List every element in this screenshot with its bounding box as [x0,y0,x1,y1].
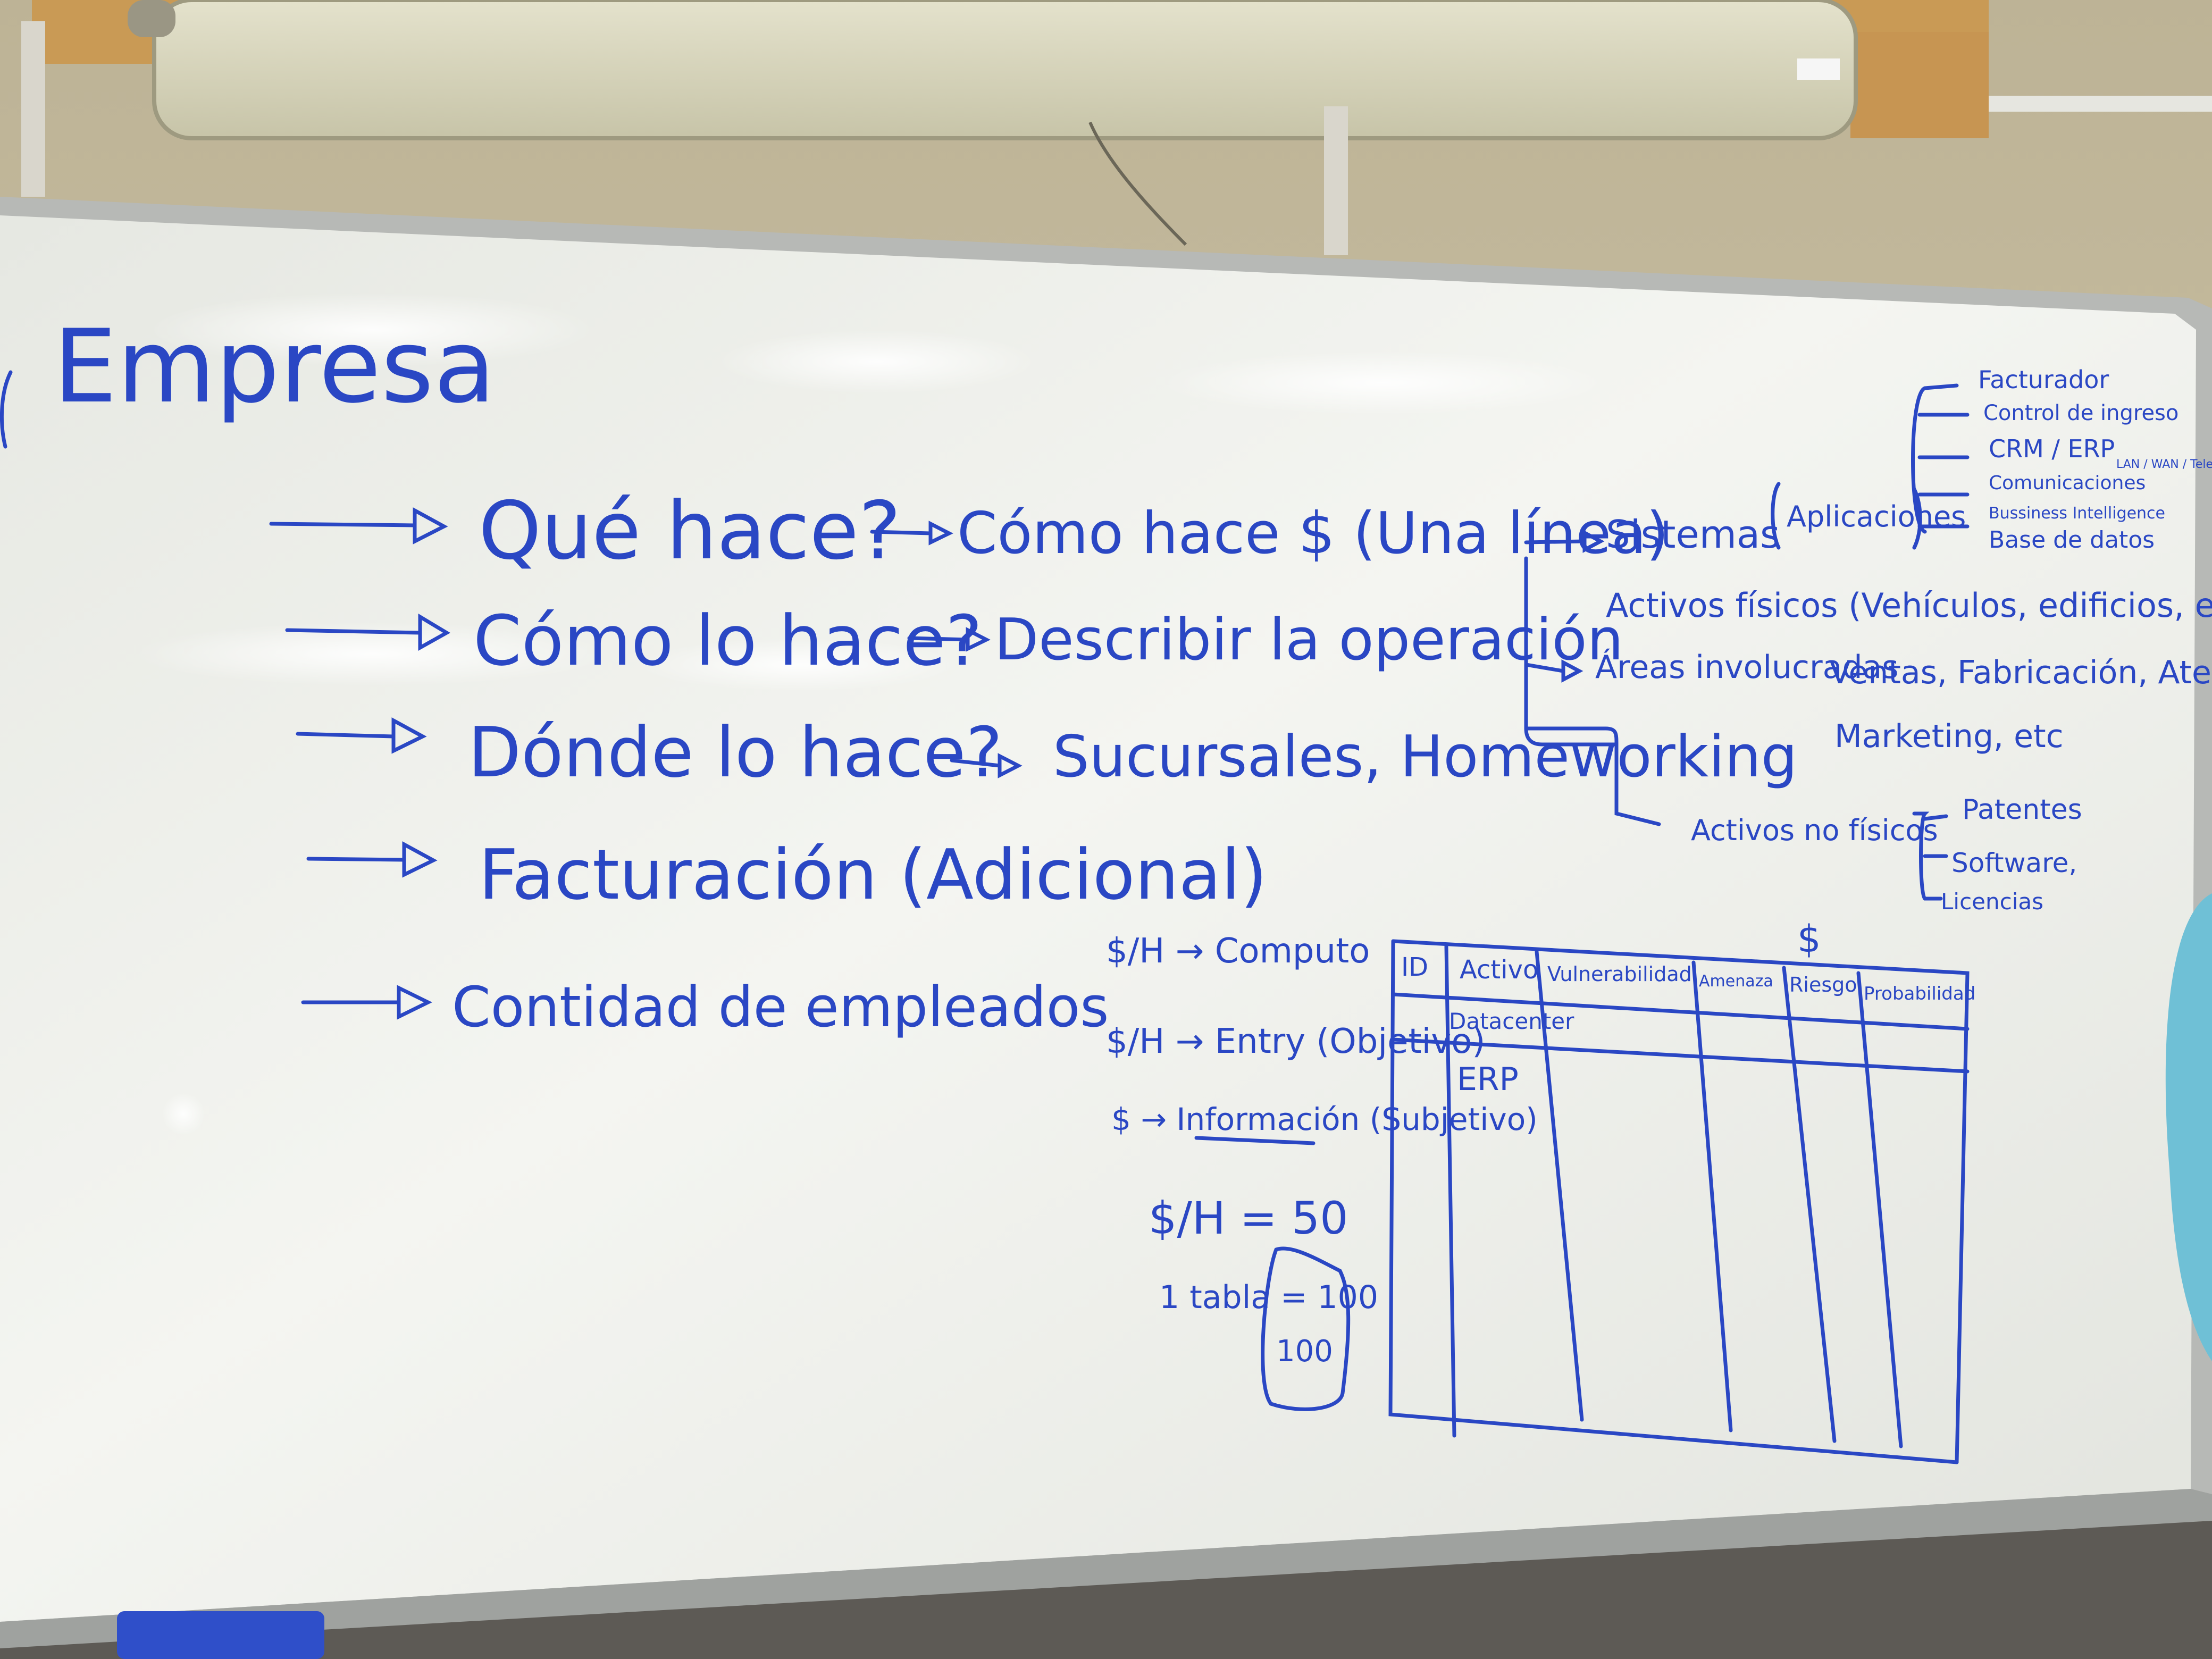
item-facturacion: Facturación (Adicional) [479,834,1267,915]
branch-areas: Ventas, Fabricación, Atención al Cliente [1829,654,2212,691]
whiteboard-surface [0,215,2196,1622]
th-vulnerabilidad: Vulnerabilidad [1547,962,1692,986]
item-como-hace-result: Cómo hace $ (Una línea) [957,500,1669,567]
th-id: ID [1401,952,1428,982]
branch-sistemas: Sistemas [1606,512,1780,557]
nofisico-licencias: Licencias [1941,889,2043,915]
item-describir-result: Describir la operación [994,607,1623,673]
branch-areas-line2: Marketing, etc [1834,718,2064,755]
note-tabla: 1 tabla = 100 [1159,1279,1378,1316]
item-donde-lo-hace: Dónde lo hace? [468,712,1002,793]
cell-datacenter: Datacenter [1449,1008,1574,1034]
app-base-datos: Base de datos [1989,526,2155,554]
item-cantidad-empleados: Contidad de empleados [452,975,1109,1040]
branch-aplicaciones: Aplicaciones [1787,500,1966,533]
note-computo: $/H → Computo [1106,932,1370,971]
projector-screen-roll [152,0,1858,140]
notes: $/H → Computo $/H → Entry (Objetivo) $ →… [1106,917,1821,1369]
note-50: $/H = 50 [1149,1192,1348,1244]
main-items: Qué hace? Cómo hace $ (Una línea) Cómo l… [452,485,1797,1040]
branch-activos-fisicos: Activos físicos (Vehículos, edificios, e… [1606,586,2212,625]
app-control-ingreso: Control de ingreso [1983,401,2179,425]
cell-erp: ERP [1457,1061,1519,1098]
branches: Sistemas Aplicaciones Facturador Control… [1595,365,2212,915]
th-activo: Activo [1460,955,1538,985]
app-comunicaciones: Comunicaciones [1989,472,2146,494]
note-entry: $/H → Entry (Objetivo) [1106,1022,1485,1061]
note-100: 100 [1276,1334,1333,1369]
person-shoulder [2165,893,2212,1361]
item-como-lo-hace: Cómo lo hace? [473,600,982,681]
risk-table: ID Activo Vulnerabilidad Amenaza Riesgo … [1401,952,1975,1098]
eraser [117,1611,324,1659]
note-informacion: $ → Información (Subjetivo) [1111,1101,1538,1137]
branch-areas-prefix: Áreas involucradas [1595,648,1899,686]
item-sucursales-result: Sucursales, Homeworking [1053,724,1797,790]
nofisico-software: Software, [1951,848,2077,878]
th-riesgo: Riesgo [1789,973,1857,996]
app-bi: Bussiness Intelligence [1989,504,2165,523]
th-probabilidad: Probabilidad [1864,983,1975,1004]
item-que-hace: Qué hace? [479,485,901,577]
title-empresa: Empresa [53,308,496,425]
app-note-lan: LAN / WAN / Telefonía [2116,458,2212,471]
dollar-sign: $ [1797,917,1821,961]
app-facturador: Facturador [1978,365,2109,394]
branch-activos-no-fisicos: Activos no físicos [1691,814,1938,847]
nofisico-patentes: Patentes [1962,794,2082,826]
th-amenaza: Amenaza [1699,972,1773,991]
app-crm-erp: CRM / ERP [1989,434,2115,463]
marker-strokes [0,370,1970,1464]
